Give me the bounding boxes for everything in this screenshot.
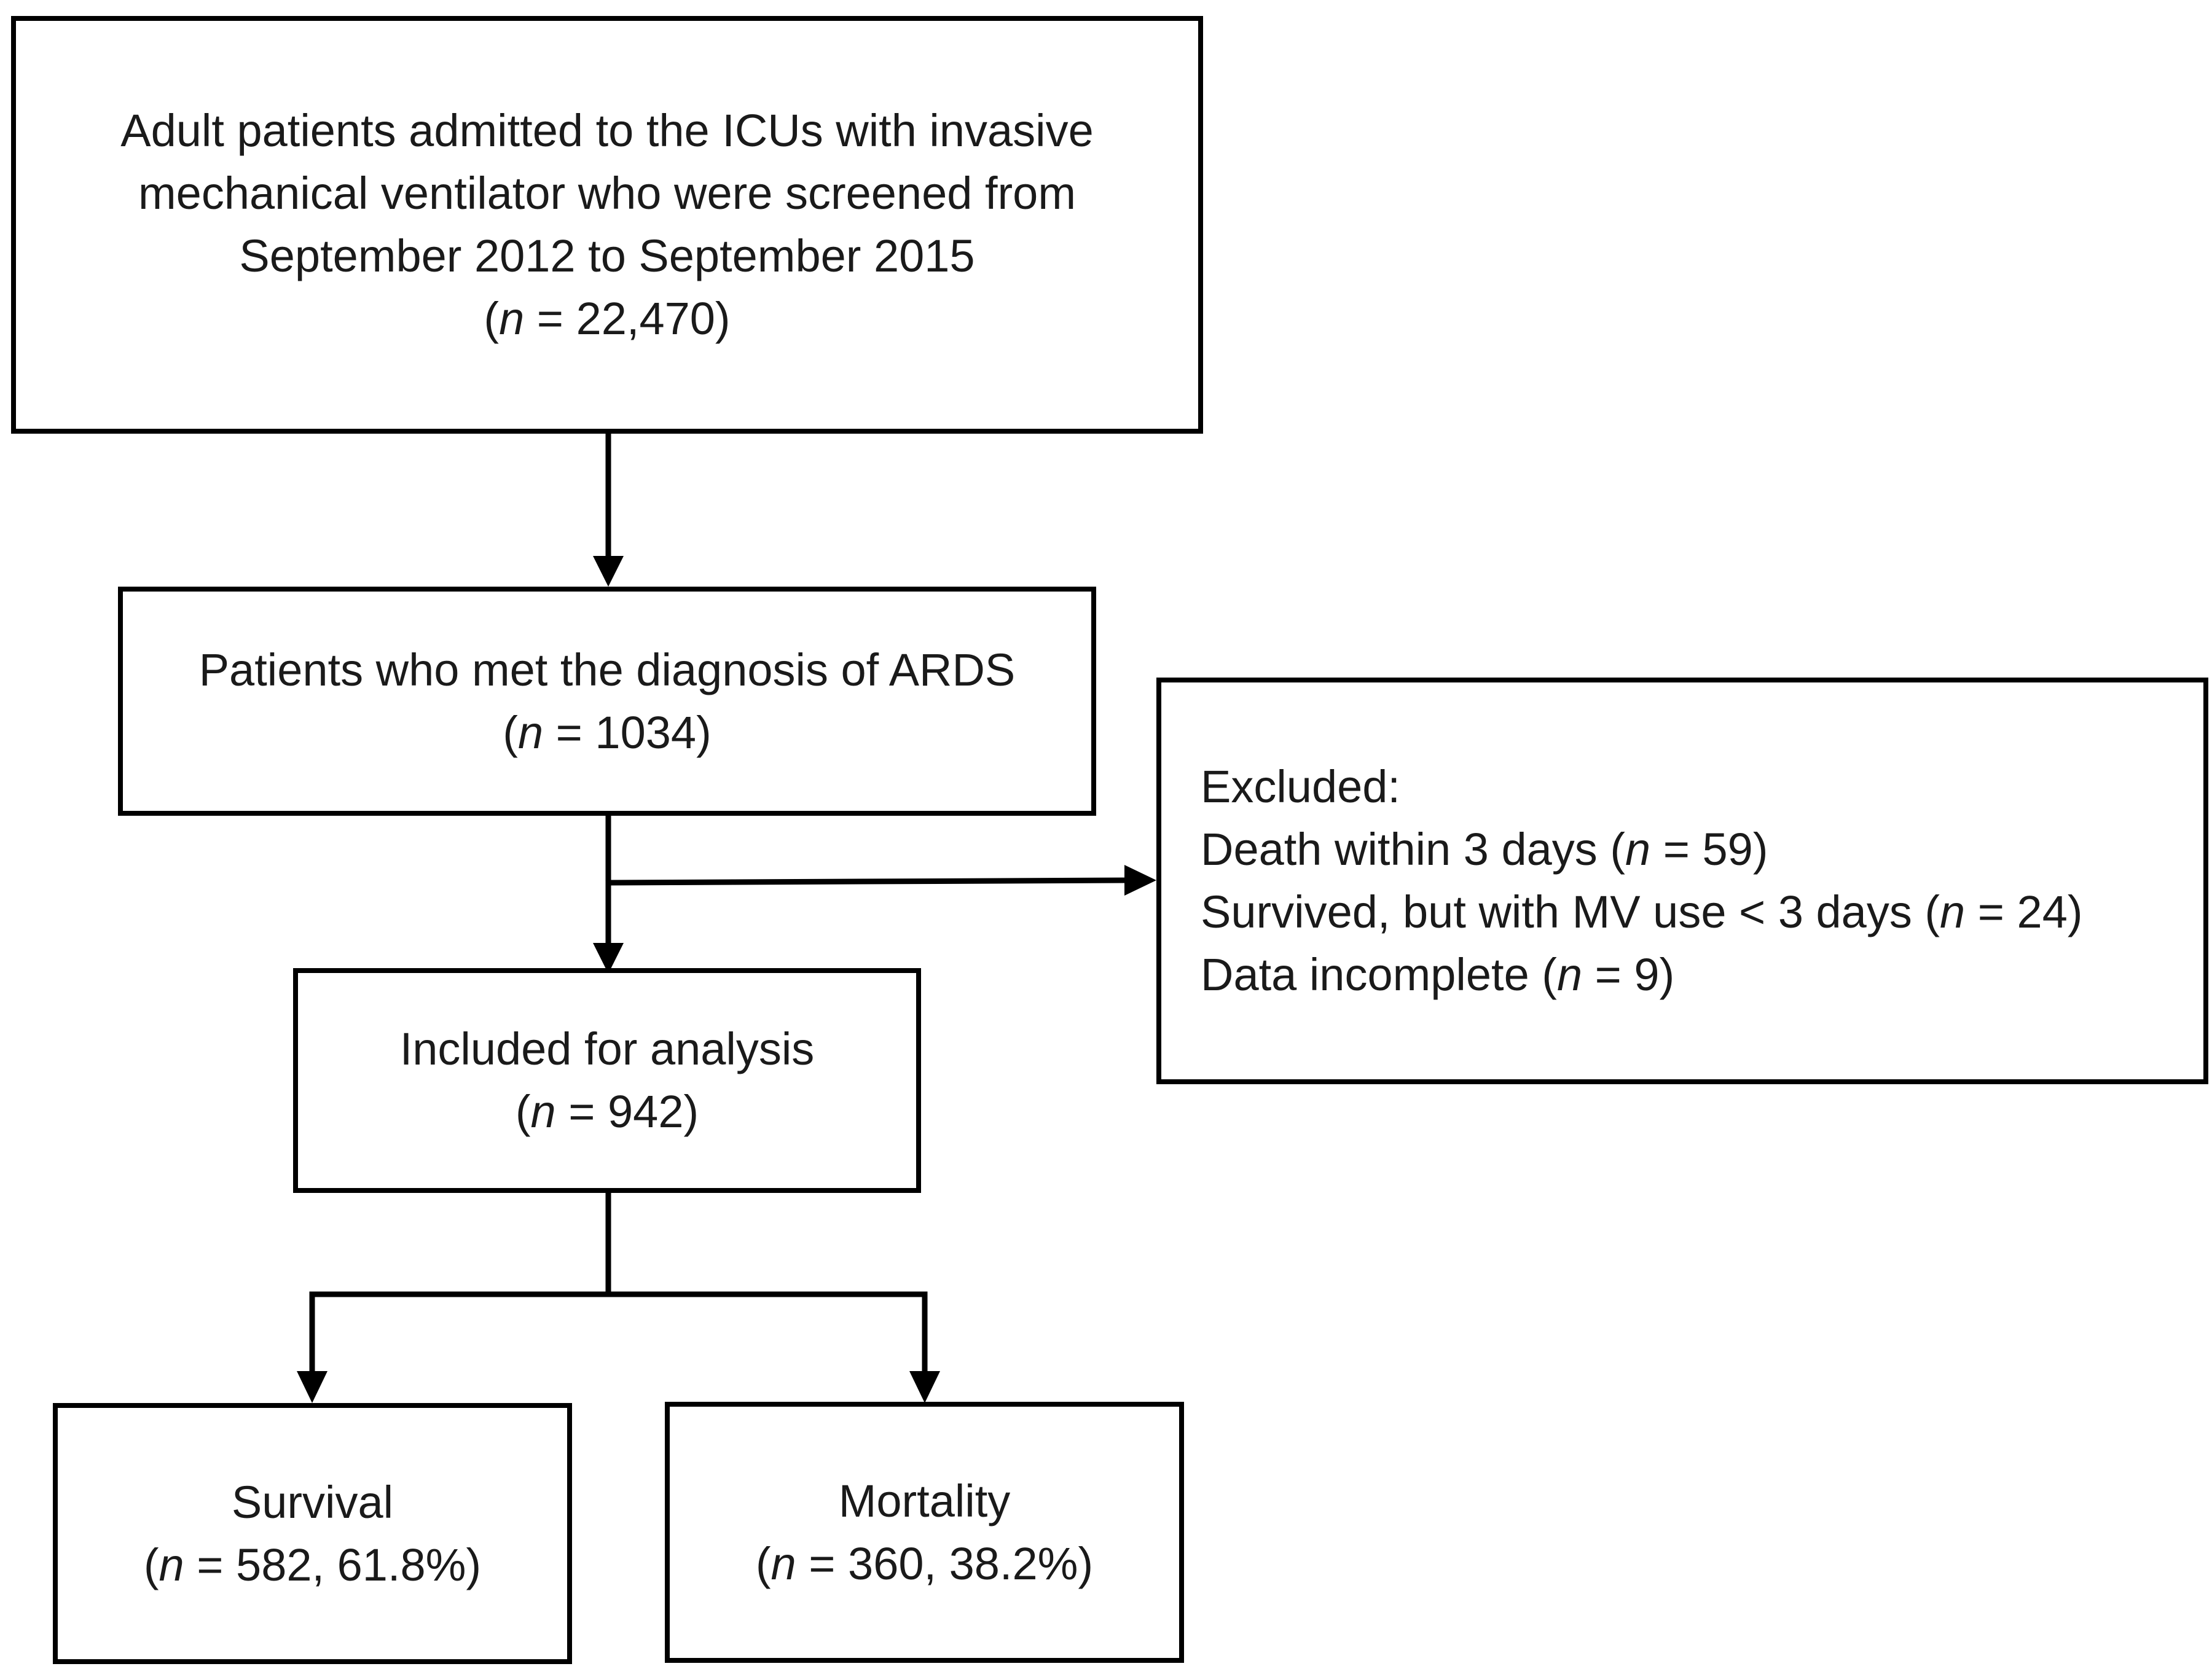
node-ards: Patients who met the diagnosis of ARDS (… <box>118 587 1096 816</box>
n-symbol: n <box>1556 949 1583 1000</box>
node-survival: Survival (n = 582, 61.8%) <box>53 1403 572 1664</box>
node-ards-label: Patients who met the diagnosis of ARDS <box>198 644 1016 695</box>
count-value: = 582, 61.8% <box>184 1539 466 1590</box>
excluded-item-incomplete: Data incomplete (n = 9) <box>1201 944 1674 1006</box>
count-value: = 9) <box>1582 949 1675 1000</box>
node-screened: Adult patients admitted to the ICUs with… <box>11 16 1203 434</box>
count-value: = 22,470 <box>524 293 715 344</box>
node-mortality: Mortality (n = 360, 38.2%) <box>665 1402 1184 1663</box>
node-included-label: Included for analysis <box>399 1023 815 1074</box>
node-excluded-title: Excluded: <box>1201 761 1400 812</box>
node-included: Included for analysis (n = 942) <box>293 968 921 1193</box>
n-symbol: n <box>530 1086 556 1137</box>
node-screened-count: (n = 22,470) <box>484 293 731 344</box>
node-excluded: Excluded: Death within 3 days (n = 59) S… <box>1156 678 2208 1084</box>
count-value: = 59) <box>1650 824 1768 875</box>
arrowhead-included <box>593 943 624 974</box>
count-value: = 360, 38.2% <box>796 1538 1078 1589</box>
arrowhead-excluded <box>1124 865 1156 896</box>
excluded-item-text: Death within 3 days ( <box>1201 824 1626 875</box>
node-mortality-label: Mortality <box>838 1475 1011 1526</box>
node-screened-line-1: Adult patients admitted to the ICUs with… <box>120 105 1094 156</box>
excluded-item-short-mv: Survived, but with MV use < 3 days (n = … <box>1201 881 2083 944</box>
excluded-item-text: Data incomplete ( <box>1201 949 1557 1000</box>
node-screened-line-3: September 2012 to September 2015 <box>239 230 975 281</box>
node-survival-label: Survival <box>231 1476 394 1528</box>
count-value: = 942 <box>555 1086 684 1137</box>
n-symbol: n <box>1940 886 1966 937</box>
count-value: = 24) <box>1965 886 2083 937</box>
node-ards-count: (n = 1034) <box>503 706 712 758</box>
arrowhead-ards <box>593 556 624 587</box>
node-included-count: (n = 942) <box>515 1086 699 1137</box>
n-symbol: n <box>159 1539 184 1590</box>
node-screened-line-2: mechanical ventilator who were screened … <box>138 168 1076 219</box>
n-symbol: n <box>499 293 525 344</box>
excluded-item-death: Death within 3 days (n = 59) <box>1201 818 1768 881</box>
excluded-item-text: Survived, but with MV use < 3 days ( <box>1201 886 1940 937</box>
count-value: = 1034 <box>543 706 697 758</box>
n-symbol: n <box>1625 824 1651 875</box>
n-symbol: n <box>517 706 544 758</box>
node-mortality-count: (n = 360, 38.2%) <box>755 1538 1094 1589</box>
n-symbol: n <box>771 1538 796 1589</box>
branch-to-excluded <box>605 877 1128 886</box>
arrowhead-survival <box>297 1371 327 1403</box>
arrowhead-mortality <box>909 1371 940 1403</box>
node-survival-count: (n = 582, 61.8%) <box>143 1539 482 1590</box>
